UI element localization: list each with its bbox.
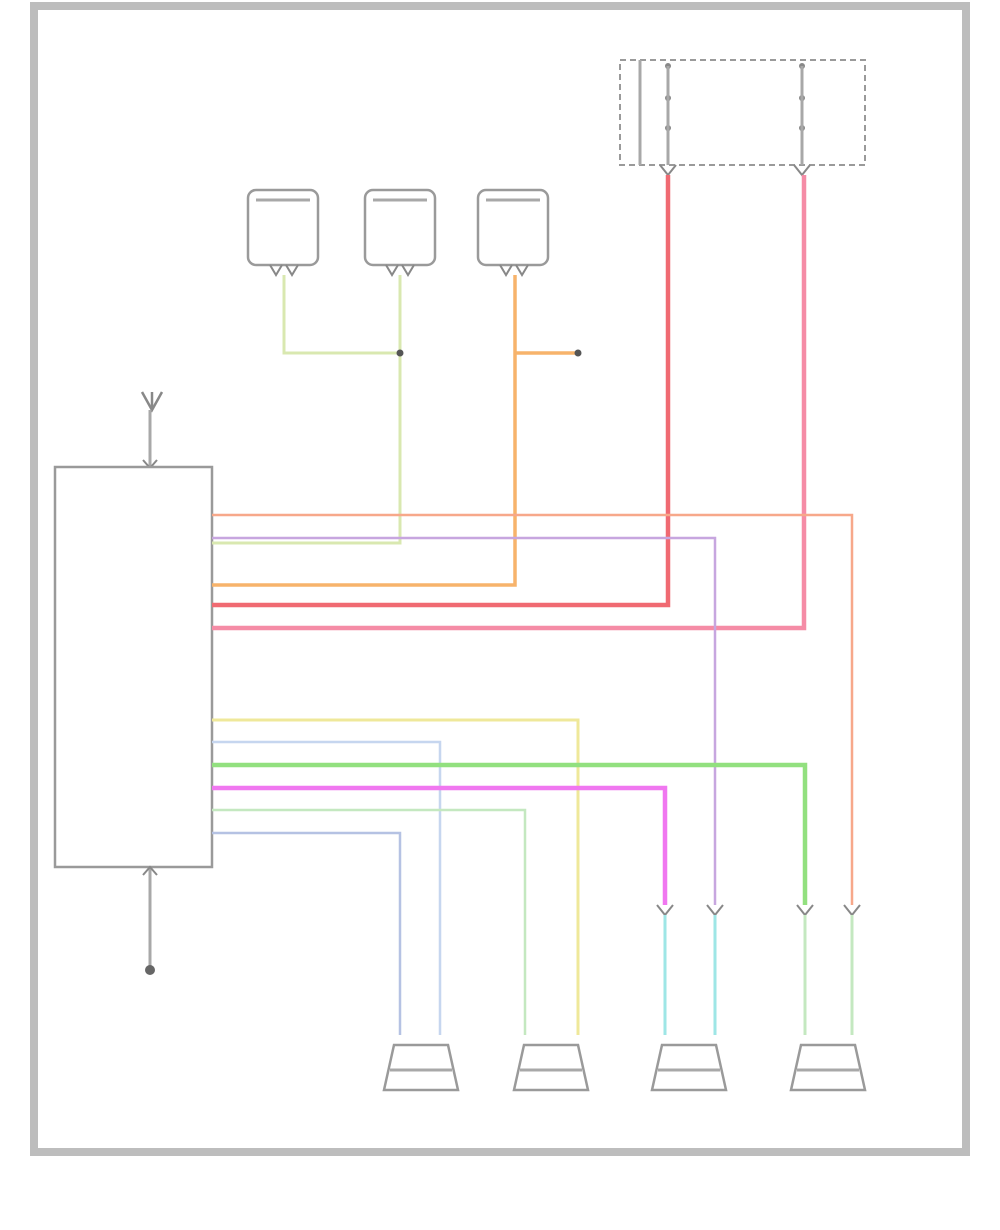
junction-connector	[659, 164, 677, 177]
inline-connector	[796, 904, 814, 917]
top-device-1	[246, 188, 320, 277]
wire-yellow-green-2	[212, 275, 402, 545]
wire-purple	[212, 536, 717, 905]
speaker-4	[789, 1043, 867, 1092]
speaker-2	[512, 1043, 590, 1092]
wire-green	[212, 762, 808, 905]
speaker-icon	[512, 1043, 590, 1092]
inline-connector	[656, 904, 674, 917]
device-box	[363, 188, 437, 267]
wire-yellow	[212, 718, 580, 1035]
junction-connector	[793, 164, 811, 177]
speaker-1	[382, 1043, 460, 1092]
wire-orange	[212, 275, 517, 587]
splice-dot	[396, 349, 404, 357]
diagram-frame	[30, 2, 970, 1156]
speaker-icon	[789, 1043, 867, 1092]
wire-red	[212, 175, 671, 608]
radio-unit	[53, 465, 214, 869]
device-box	[476, 188, 550, 267]
top-device-3	[476, 188, 550, 277]
ground-connector	[142, 865, 158, 876]
speaker-3	[650, 1043, 728, 1092]
radio-box	[53, 465, 214, 869]
ground-point-icon	[145, 965, 155, 975]
wire-yellow-green-1	[282, 275, 400, 355]
antenna	[140, 391, 164, 470]
device-connector	[269, 264, 299, 277]
junction-outline	[619, 59, 866, 166]
top-device-2	[363, 188, 437, 277]
inline-connector	[843, 904, 861, 917]
wire-magenta	[212, 785, 668, 905]
device-connector	[385, 264, 415, 277]
wire-pale-green	[212, 808, 527, 1035]
device-box	[246, 188, 320, 267]
splice-dot	[574, 349, 582, 357]
ground	[142, 865, 158, 975]
speaker-icon	[650, 1043, 728, 1092]
junction-block	[619, 59, 866, 177]
wire-salmon	[212, 513, 854, 905]
wire-pink	[212, 175, 807, 631]
wire-light-blue	[212, 740, 442, 1035]
device-connector	[499, 264, 529, 277]
inline-connector	[706, 904, 724, 917]
wire-blue-gray	[212, 831, 402, 1035]
speaker-icon	[382, 1043, 460, 1092]
